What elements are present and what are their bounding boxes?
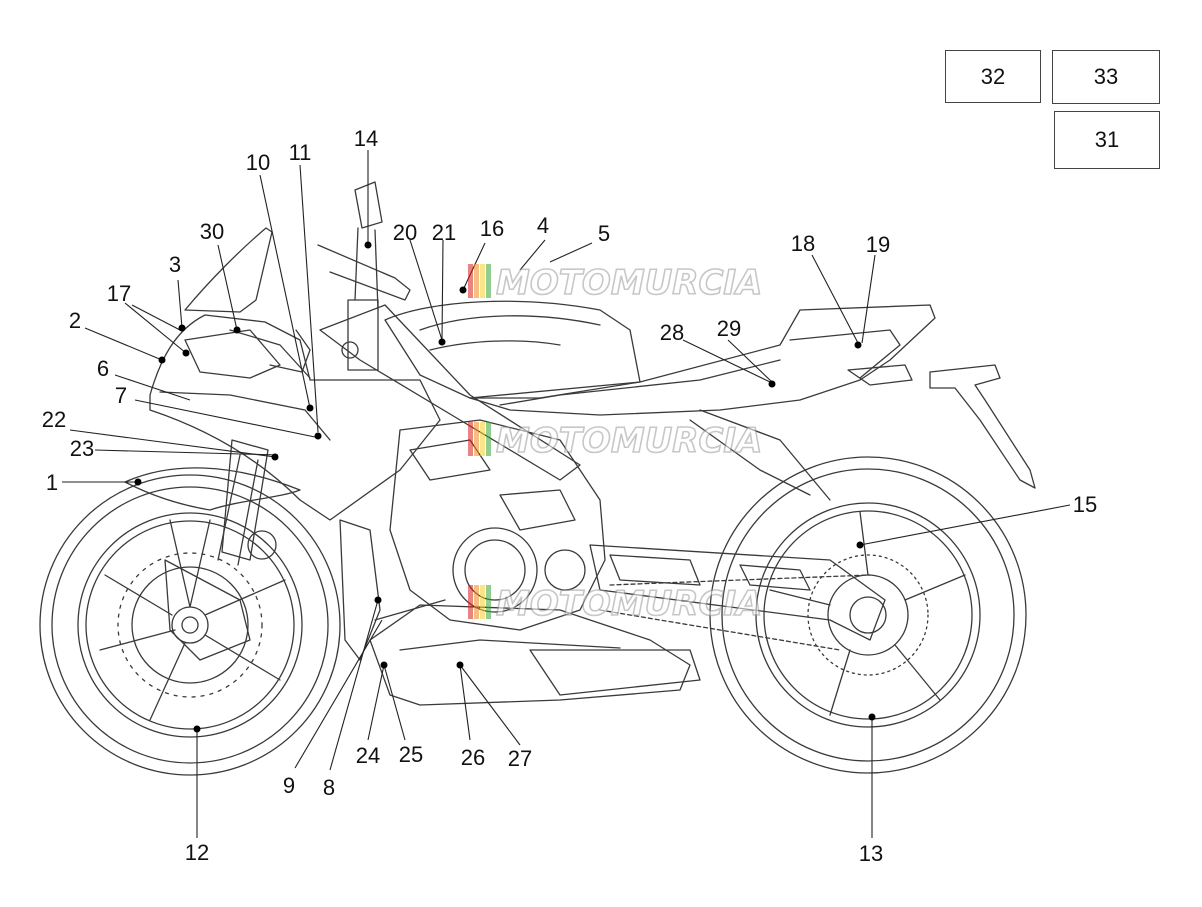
watermark-stripe xyxy=(474,264,479,298)
callout-15: 15 xyxy=(1073,492,1097,517)
callout-22: 22 xyxy=(42,407,66,432)
callout-9: 9 xyxy=(283,773,295,798)
watermark-stripe xyxy=(486,585,491,619)
callout-11: 11 xyxy=(289,140,312,165)
callout-6: 6 xyxy=(97,356,109,381)
callout-27: 27 xyxy=(508,746,532,771)
watermark-stripe xyxy=(486,264,491,298)
watermark-stripe xyxy=(468,264,473,298)
callout-28: 28 xyxy=(660,320,684,345)
ref-box-33: 33 xyxy=(1052,50,1160,104)
callout-4: 4 xyxy=(537,213,549,238)
watermark: MOTOMURCIA xyxy=(468,583,763,625)
callout-1: 1 xyxy=(46,470,58,495)
callout-17: 17 xyxy=(107,281,131,306)
watermark-text: MOTOMURCIA xyxy=(496,584,762,624)
watermark-group: MOTOMURCIA MOTOMURCIA MOTOMURCIA xyxy=(468,262,763,625)
watermark-stripe xyxy=(468,585,473,619)
front-wheel xyxy=(39,474,341,776)
callout-23: 23 xyxy=(70,436,94,461)
callout-7: 7 xyxy=(115,383,127,408)
callout-2: 2 xyxy=(69,308,81,333)
watermark-stripe xyxy=(480,264,485,298)
callout-16: 16 xyxy=(480,216,504,241)
callout-30: 30 xyxy=(200,219,224,244)
watermark-stripe xyxy=(486,422,491,456)
callout-25: 25 xyxy=(399,742,423,767)
callout-24: 24 xyxy=(356,743,380,768)
callout-20: 20 xyxy=(393,220,417,245)
watermark-stripe xyxy=(480,585,485,619)
callout-19: 19 xyxy=(866,232,890,257)
callout-26: 26 xyxy=(461,745,485,770)
callout-18: 18 xyxy=(791,231,815,256)
callout-5: 5 xyxy=(598,221,610,246)
callout-29: 29 xyxy=(717,316,741,341)
callout-12: 12 xyxy=(185,840,209,865)
callout-14: 14 xyxy=(354,126,378,151)
callout-21: 21 xyxy=(432,220,456,245)
ref-box-31: 31 xyxy=(1054,111,1160,169)
callout-3: 3 xyxy=(169,252,181,277)
watermark-stripe xyxy=(468,422,473,456)
watermark: MOTOMURCIA xyxy=(468,262,763,304)
rear-wheel xyxy=(709,456,1027,774)
watermark-stripe xyxy=(474,422,479,456)
watermark: MOTOMURCIA xyxy=(468,420,763,462)
callout-13: 13 xyxy=(859,841,883,866)
watermark-text: MOTOMURCIA xyxy=(496,263,762,303)
watermark-text: MOTOMURCIA xyxy=(496,421,762,461)
watermark-stripe xyxy=(474,585,479,619)
callout-10: 10 xyxy=(246,150,270,175)
callout-8: 8 xyxy=(323,775,335,800)
ref-box-32: 32 xyxy=(945,50,1041,103)
watermark-stripe xyxy=(480,422,485,456)
